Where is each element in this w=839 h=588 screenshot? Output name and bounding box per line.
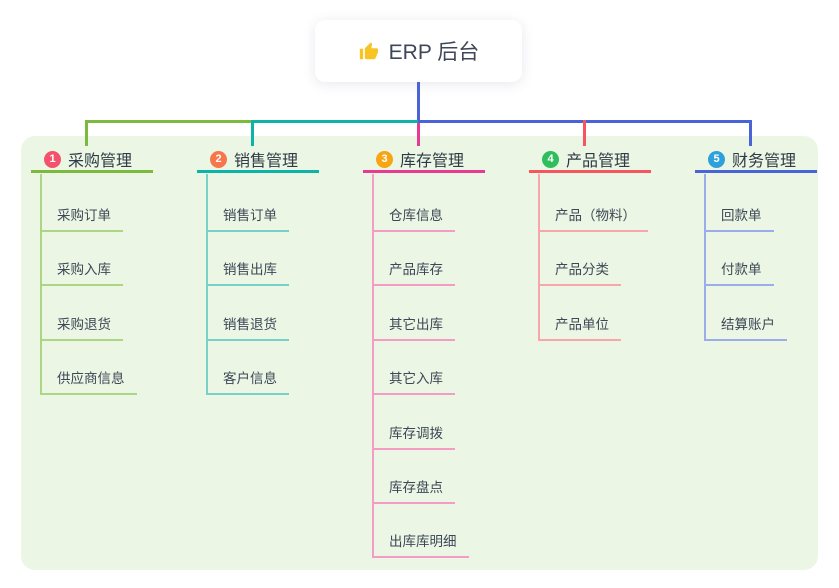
child-node-label: 库存盘点 [389,480,443,495]
branch-label: 销售管理 [234,153,299,170]
child-node-label: 供应商信息 [57,371,125,387]
child-node[interactable]: 采购入库 [40,252,123,287]
branch-label: 财务管理 [732,153,797,170]
child-node[interactable]: 仓库信息 [372,198,455,232]
child-node-label: 客户信息 [223,371,277,387]
connector-bus-middle [252,120,418,123]
child-node[interactable]: 付款单 [704,252,774,287]
child-node[interactable]: 销售订单 [206,198,289,232]
child-node[interactable]: 产品（物料） [538,198,648,232]
connector-branch-drop-4 [582,120,586,146]
branch-number-badge: 4 [542,150,559,168]
child-node-label: 产品（物料） [555,208,636,223]
child-node-label: 仓库信息 [389,208,443,223]
child-node[interactable]: 产品单位 [538,307,621,341]
child-node[interactable]: 库存调拨 [372,416,455,450]
branch-number-badge: 5 [708,150,725,168]
child-node-label: 出库库明细 [389,534,457,550]
child-node-label: 采购入库 [57,262,111,278]
child-node-label: 销售出库 [223,262,277,278]
branch-label: 库存管理 [400,153,465,170]
connector-branch-spine-5 [704,174,706,341]
child-node-label: 付款单 [721,262,762,278]
branch-node-2[interactable]: 2 销售管理 [197,148,319,173]
root-node-erp[interactable]: ERP 后台 [315,20,522,82]
branches-background-panel [21,136,818,570]
branch-node-5[interactable]: 5 财务管理 [695,148,817,173]
child-node[interactable]: 库存盘点 [372,470,455,504]
child-node-label: 结算账户 [721,316,775,332]
child-node[interactable]: 结算账户 [704,307,787,341]
thumbs-up-icon [358,40,380,62]
connector-branch-spine-3 [372,174,374,559]
child-node-label: 回款单 [721,208,762,223]
child-node[interactable]: 回款单 [704,198,774,232]
branch-number-badge: 3 [376,150,393,168]
root-node-label: ERP 后台 [388,41,480,64]
child-node-label: 产品库存 [389,262,443,278]
child-node-label: 销售退货 [223,316,277,332]
child-node[interactable]: 其它出库 [372,307,455,341]
child-node[interactable]: 产品库存 [372,252,455,287]
child-node-label: 其它出库 [389,316,443,332]
child-node-label: 其它入库 [389,371,443,387]
connector-root-trunk [416,82,420,120]
connector-branch-drop-5 [748,120,752,146]
child-node[interactable]: 销售退货 [206,307,289,341]
child-node-label: 采购订单 [57,208,111,223]
child-node-label: 产品单位 [555,316,609,332]
branch-number-badge: 2 [210,150,227,168]
child-node-label: 产品分类 [555,262,609,278]
branch-label: 产品管理 [566,153,631,170]
child-node[interactable]: 销售出库 [206,252,289,287]
branch-node-3[interactable]: 3 库存管理 [363,148,485,173]
child-node[interactable]: 采购订单 [40,198,123,232]
child-node[interactable]: 采购退货 [40,307,123,341]
child-node[interactable]: 客户信息 [206,361,289,396]
child-node[interactable]: 其它入库 [372,361,455,396]
child-node-label: 库存调拨 [389,425,443,441]
connector-bus-left [86,120,252,123]
child-node-label: 销售订单 [223,208,277,223]
connector-branch-drop-3 [416,123,420,146]
child-node-label: 采购退货 [57,316,111,332]
connector-branch-spine-4 [538,174,540,341]
branch-number-badge: 1 [44,150,61,168]
child-node[interactable]: 供应商信息 [40,361,137,396]
branch-label: 采购管理 [68,153,133,170]
connector-branch-drop-2 [250,120,254,146]
connector-branch-drop-1 [84,120,88,146]
branch-node-1[interactable]: 1 采购管理 [31,148,153,173]
child-node[interactable]: 产品分类 [538,252,621,287]
branch-node-4[interactable]: 4 产品管理 [529,148,651,173]
child-node[interactable]: 出库库明细 [372,524,469,559]
